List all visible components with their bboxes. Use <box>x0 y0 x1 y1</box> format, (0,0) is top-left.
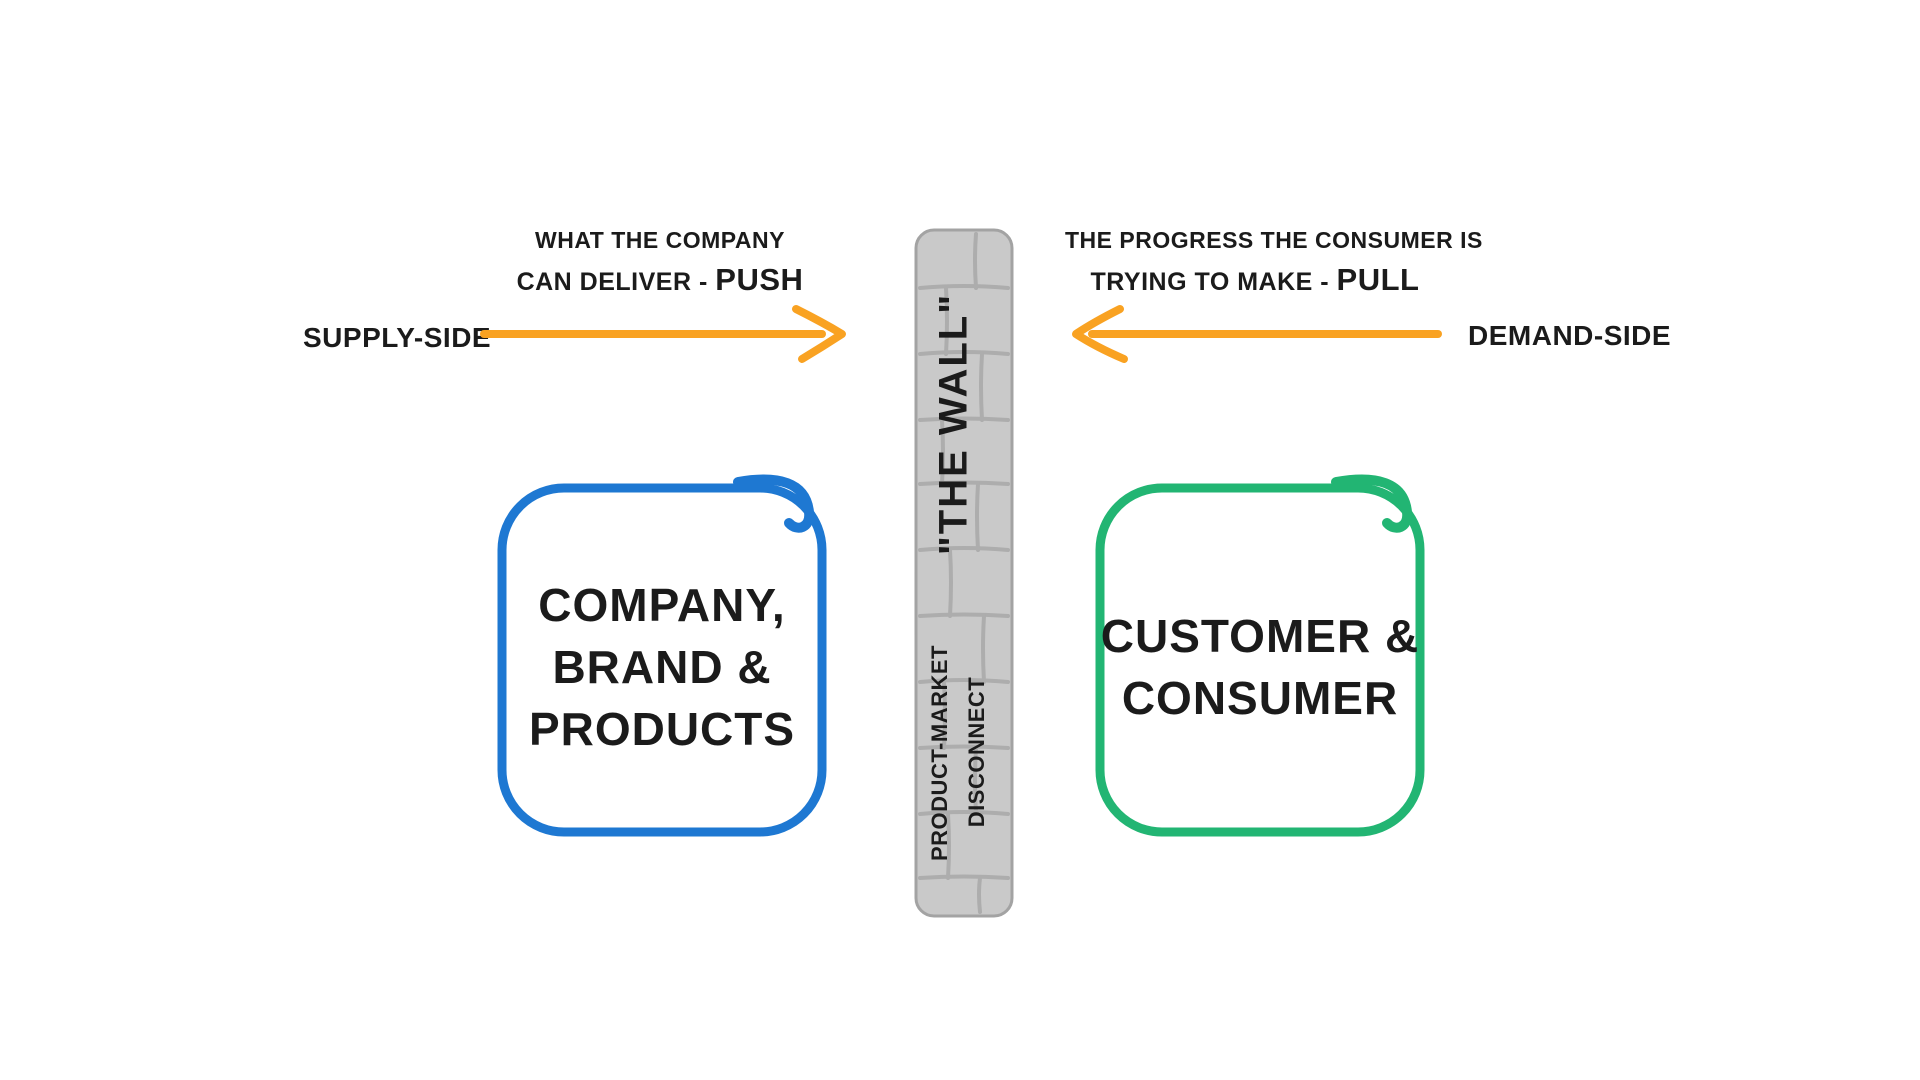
company-box-line: PRODUCTS <box>528 703 796 755</box>
customer-box-border <box>1095 474 1425 837</box>
customer-box-line: CUSTOMER & <box>1100 610 1420 662</box>
company-box: COMPANY, BRAND & PRODUCTS <box>486 468 838 852</box>
company-box-text: COMPANY, BRAND & PRODUCTS <box>486 468 838 852</box>
push-caption-line1: WHAT THE COMPANY <box>535 227 785 253</box>
push-caption: WHAT THE COMPANY CAN DELIVER - PUSH <box>480 224 840 300</box>
push-caption-line2-prefix: CAN DELIVER - <box>516 268 716 296</box>
demand-side-label: DEMAND-SIDE <box>1468 320 1672 351</box>
pull-caption-line1: THE PROGRESS THE CONSUMER IS <box>1065 227 1483 253</box>
company-box-line: COMPANY, <box>538 579 786 631</box>
push-arrow-right-icon <box>480 305 846 363</box>
customer-box: CUSTOMER & CONSUMER <box>1084 468 1436 852</box>
wall-title: "THE WALL" <box>931 292 976 556</box>
supply-side-label: SUPPLY-SIDE <box>303 322 492 353</box>
pull-arrow-left-icon <box>1072 305 1442 363</box>
push-caption-line2: CAN DELIVER - PUSH <box>480 262 840 300</box>
push-caption-emph: PUSH <box>715 262 804 297</box>
company-box-border <box>497 474 827 837</box>
customer-box-line: CONSUMER <box>1121 672 1399 724</box>
company-box-line: BRAND & <box>552 641 772 693</box>
brick-wall-graphic <box>912 226 1016 920</box>
wall-subtitle-line2: DISCONNECT <box>964 676 989 828</box>
wall-subtitle-line1: PRODUCT-MARKET <box>927 645 952 861</box>
brick-wall-icon <box>914 228 1014 918</box>
pull-caption-emph: PULL <box>1336 262 1420 297</box>
pull-caption-line2-prefix: TRYING TO MAKE - <box>1090 268 1337 296</box>
pull-caption-line2: TRYING TO MAKE - PULL <box>1065 262 1445 300</box>
customer-box-text: CUSTOMER & CONSUMER <box>1084 468 1436 852</box>
pull-caption: THE PROGRESS THE CONSUMER IS TRYING TO M… <box>1065 224 1483 300</box>
